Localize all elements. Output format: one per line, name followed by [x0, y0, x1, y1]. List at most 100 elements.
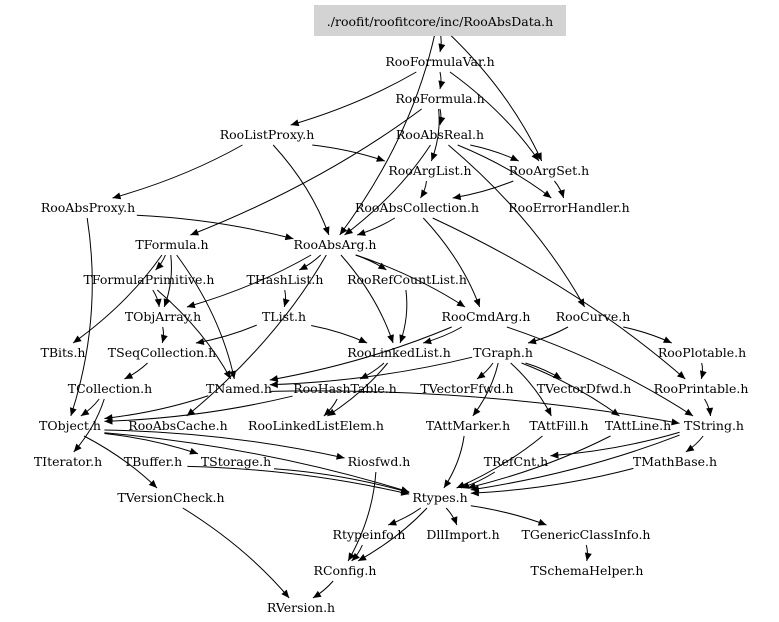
arrowhead-icon	[195, 338, 205, 346]
arrowhead-icon	[80, 408, 90, 416]
edge-tformula-primitive-to-tnamed	[156, 289, 232, 380]
arrowhead-icon	[473, 298, 481, 307]
node-tvector-dfwd[interactable]: TVectorDfwd.h	[537, 381, 632, 396]
node-label: RooRefCountList.h	[347, 272, 467, 287]
node-label: RooFormula.h	[395, 91, 484, 106]
node-label: RooListProxy.h	[220, 127, 315, 142]
arrowhead-icon	[699, 370, 707, 379]
node-tobj-array[interactable]: TObjArray.h	[125, 309, 201, 324]
node-label: TGraph.h	[473, 345, 533, 360]
node-label: RooAbsProxy.h	[41, 200, 135, 215]
node-tgeneric-class-info[interactable]: TGenericClassInfo.h	[522, 527, 651, 542]
node-roo-linked-list[interactable]: RooLinkedList.h	[347, 345, 451, 360]
node-label: RooAbsArg.h	[294, 237, 377, 252]
edge-tatt-line-to-rtypes	[467, 435, 611, 489]
node-label: Riosfwd.h	[348, 454, 411, 469]
node-label: RooCmdArg.h	[442, 309, 531, 324]
node-roo-curve[interactable]: RooCurve.h	[556, 309, 631, 324]
node-rtypeinfo[interactable]: Rtypeinfo.h	[333, 527, 406, 542]
node-label: RooPlotable.h	[658, 345, 746, 360]
node-tnamed[interactable]: TNamed.h	[206, 381, 272, 396]
edges-layer	[69, 31, 714, 599]
node-label: RooHashTable.h	[293, 381, 397, 396]
node-tversion-check[interactable]: TVersionCheck.h	[117, 490, 224, 505]
node-tatt-line[interactable]: TAttLine.h	[605, 418, 671, 433]
arrowhead-icon	[472, 407, 481, 416]
arrowhead-icon	[662, 336, 672, 343]
arrowhead-icon	[467, 482, 477, 490]
edge-roo-abs-proxy-to-roo-abs-arg	[136, 214, 294, 240]
arrowhead-icon	[189, 447, 198, 455]
edge-roo-abs-real-to-roo-error-handler	[457, 144, 552, 199]
node-roo-hash-table[interactable]: RooHashTable.h	[293, 381, 397, 396]
arrowhead-icon	[452, 193, 462, 201]
node-tatt-marker[interactable]: TAttMarker.h	[426, 418, 510, 433]
edge-roo-formula-to-tformula	[190, 108, 422, 236]
arrowhead-icon	[450, 516, 458, 525]
node-label: Rtypeinfo.h	[333, 527, 406, 542]
node-tvector-ffwd[interactable]: TVectorFfwd.h	[420, 381, 513, 396]
node-roo-linked-list-elem[interactable]: RooLinkedListElem.h	[248, 418, 384, 433]
edge-roo-list-proxy-to-roo-abs-proxy	[112, 144, 243, 199]
node-roo-arg-set[interactable]: RooArgSet.h	[509, 163, 589, 178]
edge-riosfwd-to-rconfig	[347, 471, 377, 562]
edge-rtypes-to-rconfig	[357, 507, 428, 562]
node-dll-import[interactable]: DllImport.h	[426, 527, 499, 542]
node-tseq-collection[interactable]: TSeqCollection.h	[108, 345, 216, 360]
node-tformula-primitive[interactable]: TFormulaPrimitive.h	[84, 272, 215, 287]
node-roo-formula[interactable]: RooFormula.h	[395, 91, 484, 106]
edge-roo-cmd-arg-to-tnamed	[269, 326, 452, 381]
node-roo-arg-list[interactable]: RooArgList.h	[388, 163, 471, 178]
node-thash-list[interactable]: THashList.h	[247, 272, 324, 287]
node-label: TBits.h	[41, 345, 86, 360]
node-tstring[interactable]: TString.h	[684, 418, 744, 433]
node-roo-abs-data[interactable]: ./roofit/roofitcore/inc/RooAbsData.h	[314, 5, 566, 36]
arrowhead-icon	[73, 443, 82, 452]
node-roo-list-proxy[interactable]: RooListProxy.h	[220, 127, 315, 142]
node-tgraph[interactable]: TGraph.h	[473, 345, 533, 360]
arrowhead-icon	[299, 263, 309, 270]
node-rtypes[interactable]: Rtypes.h	[412, 490, 467, 505]
node-label: RooArgList.h	[388, 163, 471, 178]
edge-roo-list-proxy-to-roo-arg-list	[312, 144, 385, 162]
node-label: TNamed.h	[206, 381, 272, 396]
node-roo-printable[interactable]: RooPrintable.h	[654, 381, 749, 396]
node-tschema-helper[interactable]: TSchemaHelper.h	[531, 563, 644, 578]
node-label: RConfig.h	[314, 563, 377, 578]
node-tref-cnt[interactable]: TRefCnt.h	[484, 454, 548, 469]
node-roo-plotable[interactable]: RooPlotable.h	[658, 345, 746, 360]
arrowhead-icon	[550, 451, 559, 459]
node-roo-abs-real[interactable]: RooAbsReal.h	[396, 127, 484, 142]
edge-roo-cmd-arg-to-tstring	[506, 326, 694, 417]
edge-roo-abs-arg-to-roo-cmd-arg	[355, 254, 466, 308]
arrowhead-icon	[327, 408, 336, 416]
node-tcollection[interactable]: TCollection.h	[68, 381, 152, 396]
node-roo-abs-collection[interactable]: RooAbsCollection.h	[355, 200, 479, 215]
arrowhead-icon	[399, 334, 407, 343]
node-tatt-fill[interactable]: TAttFill.h	[529, 418, 588, 433]
node-roo-abs-proxy[interactable]: RooAbsProxy.h	[41, 200, 135, 215]
node-roo-formula-var[interactable]: RooFormulaVar.h	[385, 54, 494, 69]
node-tbits[interactable]: TBits.h	[41, 345, 86, 360]
root-node-box	[314, 5, 566, 36]
node-rconfig[interactable]: RConfig.h	[314, 563, 377, 578]
node-tstorage[interactable]: TStorage.h	[201, 454, 271, 469]
edge-tstring-to-rtypes	[470, 434, 680, 491]
node-titerator[interactable]: TIterator.h	[34, 454, 102, 469]
node-roo-ref-count-list[interactable]: RooRefCountList.h	[347, 272, 467, 287]
arrowhead-icon	[124, 372, 134, 379]
node-tmath-base[interactable]: TMathBase.h	[633, 454, 717, 469]
node-label: RooLinkedList.h	[347, 345, 451, 360]
node-roo-abs-cache[interactable]: RooAbsCache.h	[128, 418, 227, 433]
node-roo-cmd-arg[interactable]: RooCmdArg.h	[442, 309, 531, 324]
node-tlist[interactable]: TList.h	[262, 309, 306, 324]
node-roo-abs-arg[interactable]: RooAbsArg.h	[294, 237, 377, 252]
node-tobject[interactable]: TObject.h	[39, 418, 101, 433]
node-tformula[interactable]: TFormula.h	[135, 237, 208, 252]
node-riosfwd[interactable]: Riosfwd.h	[348, 454, 411, 469]
node-tbuffer[interactable]: TBuffer.h	[124, 454, 182, 469]
arrowhead-icon	[339, 226, 348, 235]
node-roo-error-handler[interactable]: RooErrorHandler.h	[508, 200, 629, 215]
node-rversion[interactable]: RVersion.h	[267, 600, 335, 615]
arrowhead-icon	[537, 518, 547, 526]
